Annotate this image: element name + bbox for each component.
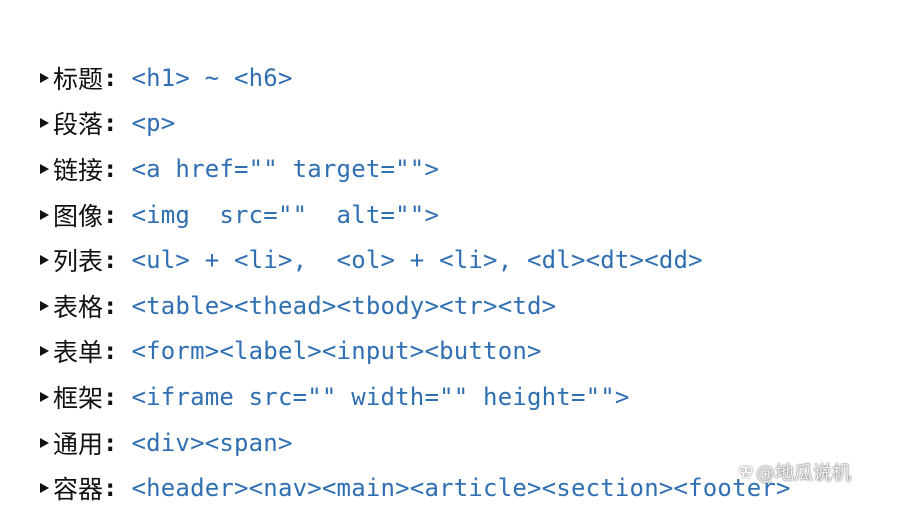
item-colon: : bbox=[103, 200, 118, 229]
list-item: 图像 : <img src="" alt=""> bbox=[40, 192, 900, 238]
bullet-triangle-icon bbox=[40, 118, 49, 129]
list-item: 通用 : <div><span> bbox=[40, 420, 900, 466]
item-code: <iframe src="" width="" height=""> bbox=[131, 382, 630, 411]
bullet-triangle-icon bbox=[40, 437, 49, 448]
watermark-text: @地瓜说机 bbox=[756, 462, 852, 484]
item-colon: : bbox=[103, 337, 118, 366]
item-colon: : bbox=[103, 63, 118, 92]
item-colon: : bbox=[103, 291, 118, 320]
item-label: 表单 bbox=[53, 338, 104, 368]
item-label: 标题 bbox=[53, 64, 104, 94]
item-colon: : bbox=[103, 428, 118, 457]
flower-logo-icon bbox=[739, 465, 753, 479]
html-tag-list: 标题 : <h1> ~ <h6> 段落 : <p> 链接 : <a href="… bbox=[40, 55, 900, 511]
item-colon: : bbox=[103, 154, 118, 183]
item-label: 列表 bbox=[53, 247, 104, 277]
list-item: 容器 : <header><nav><main><article><sectio… bbox=[40, 465, 900, 511]
item-colon: : bbox=[103, 246, 118, 275]
bullet-triangle-icon bbox=[40, 255, 49, 266]
item-label: 段落 bbox=[53, 110, 104, 140]
item-code: <table><thead><tbody><tr><td> bbox=[131, 291, 557, 320]
bullet-triangle-icon bbox=[40, 300, 49, 311]
item-code: <div><span> bbox=[131, 428, 293, 457]
bullet-triangle-icon bbox=[40, 72, 49, 83]
item-label: 容器 bbox=[53, 475, 104, 505]
item-code: <ul> + <li>, <ol> + <li>, <dl><dt><dd> bbox=[131, 246, 703, 275]
item-code: <img src="" alt=""> bbox=[131, 200, 440, 229]
item-code: <h1> ~ <h6> bbox=[131, 63, 293, 92]
item-colon: : bbox=[103, 109, 118, 138]
item-label: 图像 bbox=[53, 201, 104, 231]
bullet-triangle-icon bbox=[40, 346, 49, 357]
item-label: 链接 bbox=[53, 155, 104, 185]
list-item: 链接 : <a href="" target=""> bbox=[40, 146, 900, 192]
list-item: 标题 : <h1> ~ <h6> bbox=[40, 55, 900, 101]
list-item: 框架 : <iframe src="" width="" height=""> bbox=[40, 374, 900, 420]
bullet-triangle-icon bbox=[40, 483, 49, 494]
bullet-triangle-icon bbox=[40, 209, 49, 220]
item-colon: : bbox=[103, 474, 118, 503]
item-code: <header><nav><main><article><section><fo… bbox=[131, 474, 791, 503]
item-code: <a href="" target=""> bbox=[131, 154, 440, 183]
bullet-triangle-icon bbox=[40, 391, 49, 402]
list-item: 表单 : <form><label><input><button> bbox=[40, 329, 900, 375]
item-code: <form><label><input><button> bbox=[131, 337, 542, 366]
list-item: 表格 : <table><thead><tbody><tr><td> bbox=[40, 283, 900, 329]
item-label: 表格 bbox=[53, 292, 104, 322]
item-colon: : bbox=[103, 382, 118, 411]
item-code: <p> bbox=[131, 109, 176, 138]
item-label: 框架 bbox=[53, 383, 104, 413]
bullet-triangle-icon bbox=[40, 163, 49, 174]
list-item: 列表 : <ul> + <li>, <ol> + <li>, <dl><dt><… bbox=[40, 237, 900, 283]
item-label: 通用 bbox=[53, 429, 104, 459]
watermark: @地瓜说机 bbox=[738, 458, 851, 485]
list-item: 段落 : <p> bbox=[40, 101, 900, 147]
